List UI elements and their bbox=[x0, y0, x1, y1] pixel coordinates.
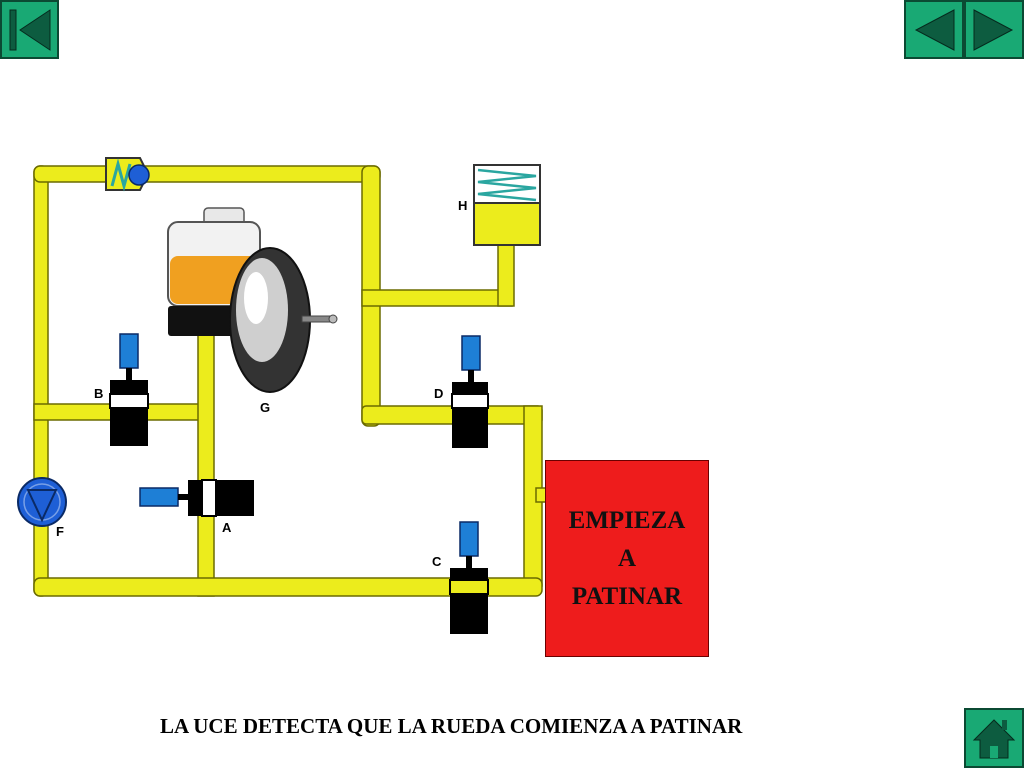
accumulator-h: H bbox=[458, 164, 541, 246]
label-f: F bbox=[56, 524, 64, 539]
label-d: D bbox=[434, 386, 443, 401]
valve-a: A bbox=[139, 479, 254, 535]
label-c: C bbox=[432, 554, 442, 569]
wheel-status-line-1: EMPIEZA bbox=[568, 506, 686, 534]
previous-slide-icon bbox=[914, 9, 955, 51]
slide-caption: LA UCE DETECTA QUE LA RUEDA COMIENZA A P… bbox=[160, 714, 743, 738]
next-slide-icon bbox=[973, 9, 1014, 51]
wheel-status-line-2: A bbox=[617, 544, 637, 572]
first-slide-button[interactable] bbox=[0, 0, 59, 59]
valve-c: C bbox=[432, 521, 489, 634]
pump-f: F bbox=[17, 477, 67, 539]
home-icon bbox=[972, 719, 1016, 759]
label-g: G bbox=[260, 400, 270, 415]
check-valve bbox=[105, 157, 150, 192]
label-b: B bbox=[94, 386, 103, 401]
home-button[interactable] bbox=[964, 708, 1024, 768]
master-cylinder-g: G bbox=[167, 207, 338, 415]
label-a: A bbox=[222, 520, 232, 535]
valve-b: B bbox=[94, 333, 149, 446]
previous-slide-button[interactable] bbox=[904, 0, 964, 59]
wheel-status-line-3: PATINAR bbox=[571, 582, 683, 610]
valve-d: D bbox=[434, 335, 489, 448]
label-h: H bbox=[458, 198, 467, 213]
first-slide-icon bbox=[9, 9, 51, 51]
next-slide-button[interactable] bbox=[964, 0, 1024, 59]
wheel-status-box: EMPIEZA A PATINAR bbox=[545, 460, 709, 657]
